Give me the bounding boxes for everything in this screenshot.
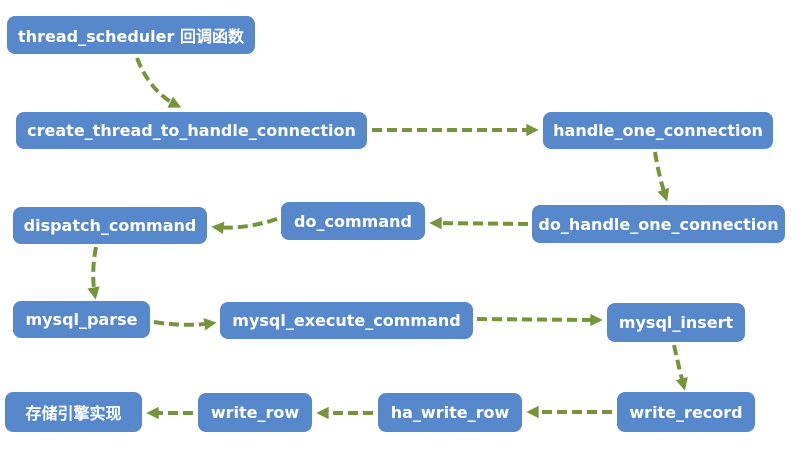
node-mysql-execute-command: mysql_execute_command	[220, 302, 473, 339]
edge-mysql-execute-command-to-mysql-insert	[476, 313, 603, 327]
edge-mysql-parse-to-mysql-execute-command	[153, 318, 217, 331]
node-dispatch-command: dispatch_command	[13, 207, 207, 244]
node-mysql-parse: mysql_parse	[13, 301, 150, 338]
edge-do-command-to-dispatch-command	[211, 217, 278, 235]
node-thread-scheduler: thread_scheduler 回调函数	[7, 16, 255, 54]
edge-thread-scheduler-to-create-thread	[135, 57, 182, 108]
node-storage-engine: 存储引擎实现	[5, 392, 142, 432]
edge-dispatch-command-to-mysql-parse	[87, 246, 100, 300]
edge-handle-one-connection-to-do-handle-one-connection	[653, 151, 670, 202]
node-write-row: write_row	[198, 393, 312, 432]
node-do-handle-one-connection: do_handle_one_connection	[532, 205, 785, 243]
edge-mysql-insert-to-write-record	[672, 344, 688, 391]
node-mysql-insert: mysql_insert	[607, 303, 745, 342]
node-ha-write-row: ha_write_row	[378, 393, 522, 432]
node-create-thread-to-handle-connection: create_thread_to_handle_connection	[16, 112, 367, 149]
node-write-record: write_record	[617, 392, 755, 432]
node-handle-one-connection: handle_one_connection	[543, 112, 773, 149]
edge-do-handle-one-connection-to-do-command	[429, 216, 529, 230]
node-do-command: do_command	[281, 202, 425, 240]
